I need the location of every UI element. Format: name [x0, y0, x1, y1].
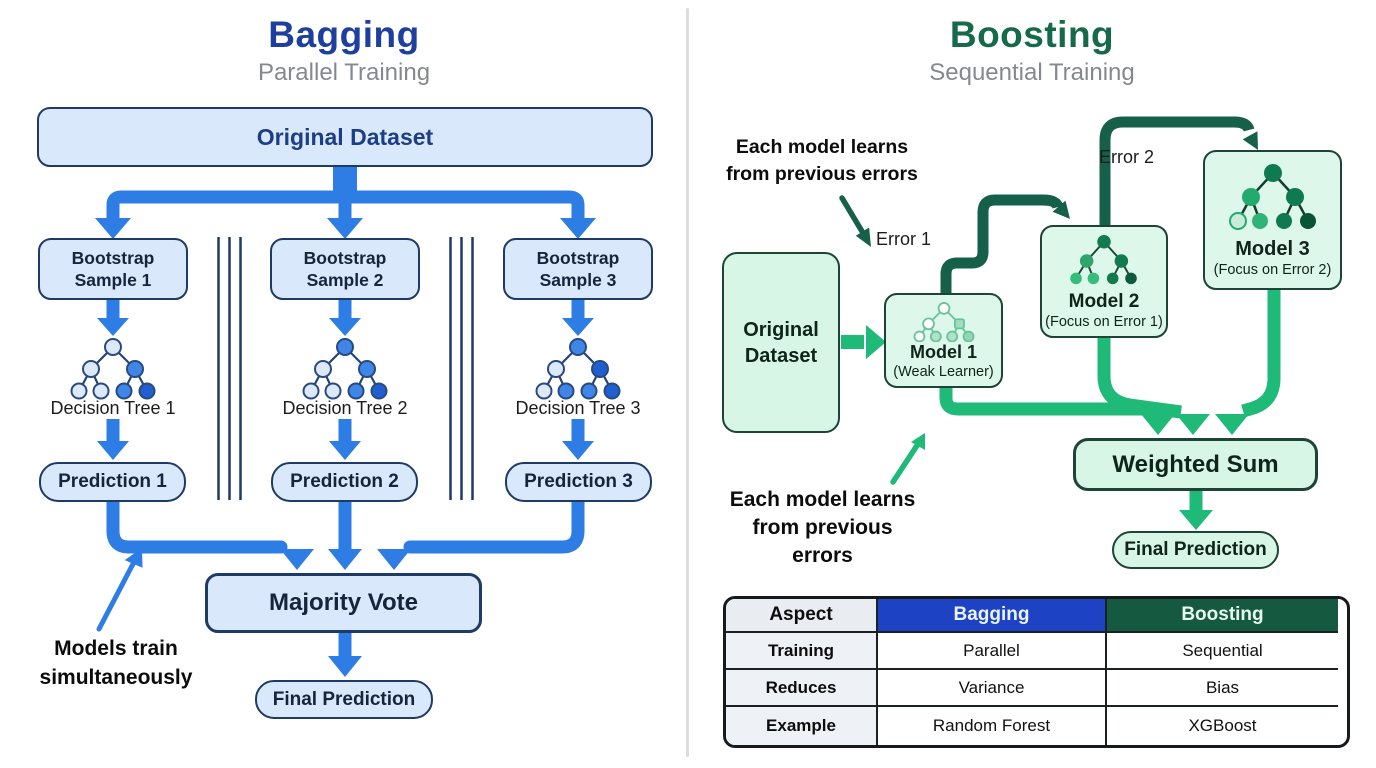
model-3-box: Model 3 (Focus on Error 2)	[1203, 150, 1342, 290]
model-3-tree-icon	[1228, 163, 1316, 230]
table-cell: XGBoost	[1107, 707, 1338, 745]
model-3-name: Model 3	[1235, 237, 1310, 260]
model-2-sub: (Focus on Error 1)	[1045, 313, 1163, 330]
panel-divider	[686, 8, 689, 757]
final-prediction-box-right: Final Prediction	[1112, 531, 1279, 569]
comparison-table: Aspect Bagging Boosting Training Paralle…	[723, 596, 1350, 748]
table-cell: Variance	[878, 670, 1107, 707]
table-header-bagging: Bagging	[878, 599, 1107, 633]
models-train-annotation: Models train simultaneously	[39, 637, 193, 689]
boosting-original-dataset-box: Original Dataset	[722, 252, 840, 433]
error-1-label: Error 1	[876, 229, 932, 249]
decision-tree-3-icon	[535, 338, 621, 400]
boosting-annotation-bottom: Each model learns from previous errors	[729, 488, 916, 567]
model-2-name: Model 2	[1068, 290, 1140, 312]
model-2-tree-icon	[1070, 234, 1137, 284]
model-2-box: Model 2 (Focus on Error 1)	[1040, 225, 1168, 338]
prediction-3-box: Prediction 3	[505, 462, 652, 502]
model-1-tree-icon	[913, 301, 974, 342]
bagging-title: Bagging	[268, 14, 420, 55]
model-3-sub: (Focus on Error 2)	[1213, 261, 1332, 278]
model-1-box: Model 1 (Weak Learner)	[884, 293, 1003, 388]
boosting-annotation-top: Each model learns from previous errors	[726, 136, 918, 185]
boosting-title: Boosting	[949, 14, 1115, 55]
final-prediction-box-left: Final Prediction	[255, 680, 433, 719]
table-header-boosting: Boosting	[1107, 599, 1338, 633]
bagging-original-dataset-box: Original Dataset	[37, 107, 653, 167]
bootstrap-sample-1-box: Bootstrap Sample 1	[38, 238, 188, 300]
boosting-subtitle: Sequential Training	[929, 59, 1135, 86]
bootstrap-sample-3-box: Bootstrap Sample 3	[503, 238, 653, 300]
table-header-aspect: Aspect	[726, 599, 878, 633]
bootstrap-sample-2-box: Bootstrap Sample 2	[270, 238, 420, 300]
majority-vote-box: Majority Vote	[205, 573, 482, 633]
table-cell: Random Forest	[878, 707, 1107, 745]
table-cell: Bias	[1107, 670, 1338, 707]
decision-tree-2-label: Decision Tree 2	[282, 398, 408, 418]
model-1-sub: (Weak Learner)	[893, 363, 994, 380]
table-cell: Sequential	[1107, 633, 1338, 670]
model-1-name: Model 1	[909, 341, 977, 362]
decision-tree-3-label: Decision Tree 3	[515, 398, 641, 418]
prediction-2-box: Prediction 2	[271, 462, 418, 502]
bagging-subtitle: Parallel Training	[257, 59, 431, 86]
decision-tree-1-icon	[70, 338, 156, 400]
error-2-label: Error 2	[1099, 147, 1155, 167]
table-row-label: Training	[726, 633, 878, 670]
weighted-sum-box: Weighted Sum	[1073, 438, 1318, 491]
prediction-1-box: Prediction 1	[39, 462, 186, 502]
decision-tree-1-label: Decision Tree 1	[50, 398, 176, 418]
table-row-label: Example	[726, 707, 878, 745]
decision-tree-2-icon	[302, 338, 388, 400]
table-row-label: Reduces	[726, 670, 878, 707]
table-cell: Parallel	[878, 633, 1107, 670]
